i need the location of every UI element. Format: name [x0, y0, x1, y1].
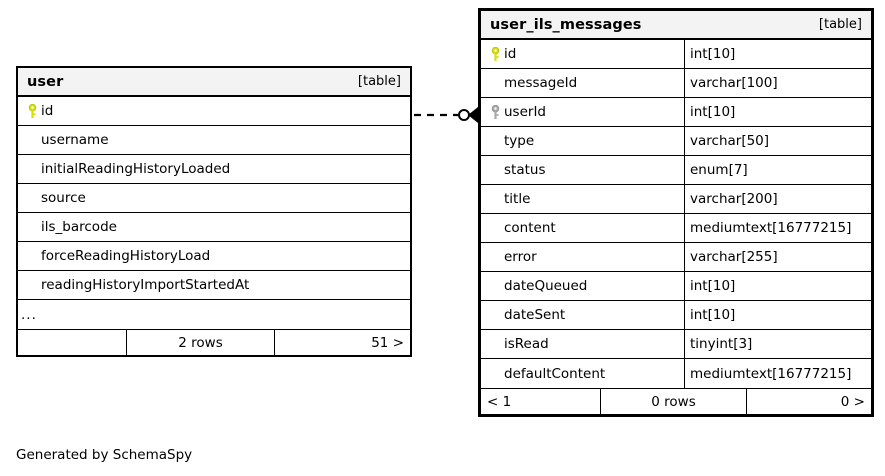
column-type: enum[7]: [690, 162, 748, 178]
column-name: userId: [504, 104, 546, 120]
column-name: source: [41, 190, 86, 206]
table-row[interactable]: error varchar[255]: [481, 243, 871, 272]
column-type: varchar[50]: [690, 133, 770, 149]
table-row[interactable]: ils_barcode: [18, 213, 410, 242]
column-name: id: [41, 103, 54, 119]
table-row[interactable]: id: [18, 97, 410, 126]
table-row[interactable]: dateSent int[10]: [481, 301, 871, 330]
table-row[interactable]: username: [18, 126, 410, 155]
table-row[interactable]: initialReadingHistoryLoaded: [18, 155, 410, 184]
primary-key-icon: [24, 103, 41, 119]
relationship-user-to-user-ils-messages: [412, 103, 482, 127]
column-name: isRead: [504, 336, 549, 352]
table-footer-user-ils-messages: < 1 0 rows 0 >: [481, 388, 871, 414]
table-row[interactable]: content mediumtext[16777215]: [481, 214, 871, 243]
table-row[interactable]: forceReadingHistoryLoad: [18, 242, 410, 271]
table-row[interactable]: readingHistoryImportStartedAt: [18, 271, 410, 300]
table-row[interactable]: defaultContent mediumtext[16777215]: [481, 359, 871, 388]
column-type: mediumtext[16777215]: [690, 365, 852, 382]
column-name: ils_barcode: [41, 219, 117, 235]
table-footer-user: 2 rows 51 >: [18, 329, 410, 355]
table-type-tag-user-ils-messages: [table]: [818, 17, 862, 32]
column-type: int[10]: [690, 307, 736, 323]
column-type: varchar[200]: [690, 191, 778, 207]
table-row[interactable]: dateQueued int[10]: [481, 272, 871, 301]
table-row[interactable]: type varchar[50]: [481, 127, 871, 156]
table-box-user[interactable]: user [table] id: [16, 66, 412, 357]
foreign-key-icon: [487, 104, 504, 120]
primary-key-icon: [487, 46, 504, 62]
footer-rowcount-user: 2 rows: [126, 330, 275, 355]
column-name: readingHistoryImportStartedAt: [41, 277, 250, 293]
column-type: int[10]: [690, 104, 736, 120]
table-row[interactable]: title varchar[200]: [481, 185, 871, 214]
footer-rowcount-user-ils-messages: 0 rows: [600, 389, 747, 414]
column-type: mediumtext[16777215]: [690, 220, 852, 236]
ellipsis-label: ...: [21, 306, 37, 323]
table-type-tag-user: [table]: [357, 74, 401, 89]
column-name: error: [504, 249, 537, 265]
column-type: int[10]: [690, 278, 736, 294]
footer-right-user[interactable]: 51 >: [371, 334, 404, 351]
more-columns-row[interactable]: ...: [18, 300, 410, 329]
table-box-user-ils-messages[interactable]: user_ils_messages [table] id: [478, 8, 874, 417]
column-name: defaultContent: [504, 365, 606, 382]
column-type: varchar[255]: [690, 249, 778, 265]
column-name: content: [504, 220, 556, 236]
generated-by-caption: Generated by SchemaSpy: [16, 447, 193, 463]
column-name: type: [504, 133, 535, 149]
column-name: title: [504, 191, 531, 207]
table-title-user-ils-messages: user_ils_messages: [490, 16, 642, 33]
column-name: forceReadingHistoryLoad: [41, 248, 211, 264]
table-row[interactable]: userId int[10]: [481, 98, 871, 127]
table-row[interactable]: id int[10]: [481, 40, 871, 69]
column-list-user-ils-messages: id int[10] messageId varchar[100]: [481, 40, 871, 388]
column-name: initialReadingHistoryLoaded: [41, 161, 231, 177]
table-row[interactable]: isRead tinyint[3]: [481, 330, 871, 359]
table-header-user: user [table]: [18, 68, 410, 97]
footer-right-user-ils-messages[interactable]: 0 >: [840, 393, 865, 410]
table-row[interactable]: source: [18, 184, 410, 213]
table-title-user: user: [27, 73, 64, 90]
column-name: messageId: [504, 75, 578, 91]
footer-left-user-ils-messages[interactable]: < 1: [487, 393, 512, 410]
column-name: status: [504, 162, 546, 178]
column-type: int[10]: [690, 46, 736, 62]
column-name: dateSent: [504, 307, 566, 323]
column-type: tinyint[3]: [690, 336, 753, 352]
table-row[interactable]: messageId varchar[100]: [481, 69, 871, 98]
table-header-user-ils-messages: user_ils_messages [table]: [481, 11, 871, 40]
column-list-user: id username initialReadingHistoryLoaded: [18, 97, 410, 329]
column-name: id: [504, 46, 517, 62]
column-name: dateQueued: [504, 278, 588, 294]
footer-left-user[interactable]: [18, 330, 126, 355]
column-name: username: [41, 132, 109, 148]
column-type: varchar[100]: [690, 75, 778, 91]
table-row[interactable]: status enum[7]: [481, 156, 871, 185]
